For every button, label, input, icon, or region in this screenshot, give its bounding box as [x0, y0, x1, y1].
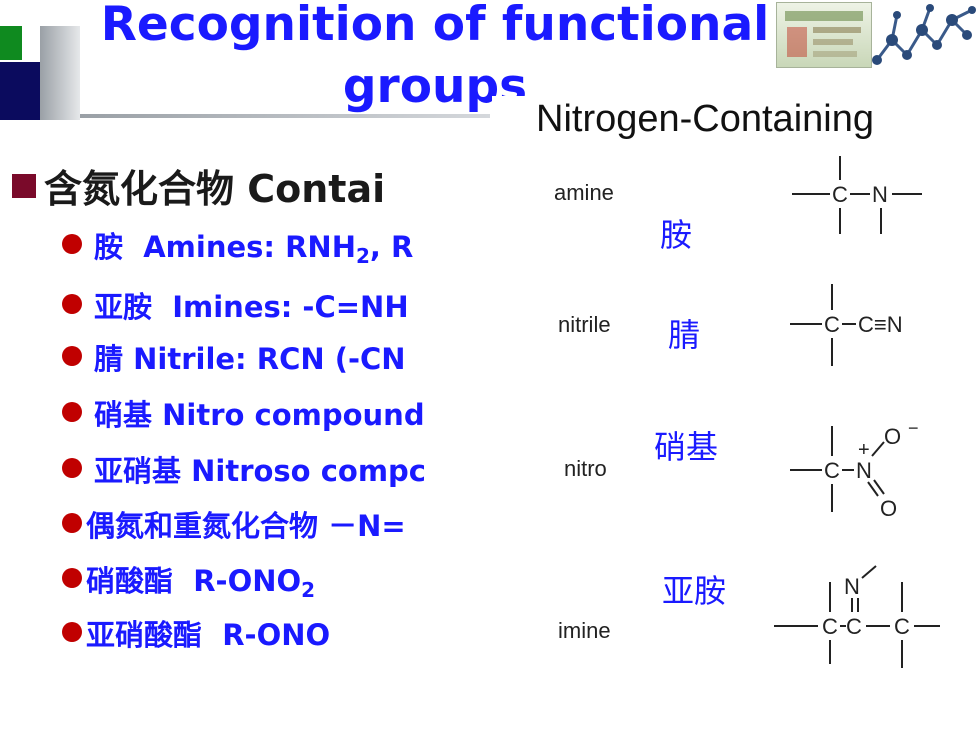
- bullet-dot-icon: [62, 402, 82, 422]
- svg-text:C: C: [824, 312, 840, 337]
- slide-title: Recognition of functional groups: [85, 0, 785, 118]
- slide-title-line1: Recognition of functional: [100, 0, 770, 52]
- group-label-amine: amine: [554, 180, 614, 205]
- main-bullet: 含氮化合物 Contai: [12, 158, 385, 213]
- bullet-dot-icon: [62, 294, 82, 314]
- nitrogen-groups-panel: Nitrogen-Containing amine 胺 C N nitrile …: [492, 96, 980, 735]
- group-label-nitrile: nitrile: [558, 312, 611, 337]
- group-cn-amine: 胺: [660, 216, 693, 254]
- svg-text:O: O: [884, 424, 901, 449]
- svg-text:C: C: [894, 614, 910, 639]
- panel-title: Nitrogen-Containing: [536, 98, 874, 140]
- svg-text:N: N: [856, 458, 872, 483]
- title-underline: [80, 114, 490, 118]
- svg-text:+: +: [858, 439, 870, 461]
- accent-navy-block: [0, 62, 40, 120]
- list-item-imines: 亚胺 Imines: -C=NH: [62, 284, 409, 326]
- bullet-dot-icon: [62, 458, 82, 478]
- svg-text:C≡N: C≡N: [858, 312, 903, 337]
- list-item-nitroso: 亚硝基 Nitroso compc: [62, 448, 426, 490]
- list-item-nitrile: 腈 Nitrile: RCN (-CN: [62, 336, 406, 378]
- nitrile-structure-diagram: C C≡N: [790, 284, 903, 366]
- square-bullet-icon: [12, 174, 36, 198]
- list-item-azo: 偶氮和重氮化合物 －N=: [62, 503, 406, 545]
- list-item-amines: 胺 Amines: RNH2, R: [62, 224, 413, 268]
- group-cn-nitro: 硝基: [654, 428, 719, 466]
- bullet-dot-icon: [62, 622, 82, 642]
- accent-grey-block: [40, 26, 80, 120]
- svg-text:C: C: [832, 182, 848, 207]
- svg-text:N: N: [844, 574, 860, 599]
- group-label-imine: imine: [558, 618, 611, 643]
- bullet-dot-icon: [62, 346, 82, 366]
- accent-green-block: [0, 26, 22, 60]
- imine-structure-diagram: N C C C: [774, 565, 940, 668]
- svg-text:N: N: [872, 182, 888, 207]
- bullet-dot-icon: [62, 234, 82, 254]
- amine-structure-diagram: C N: [792, 156, 922, 234]
- list-item-nitrate-ester: 硝酸酯 R-ONO2: [62, 558, 315, 602]
- svg-text:O: O: [880, 496, 897, 521]
- svg-text:C: C: [824, 458, 840, 483]
- list-item-nitrite-ester: 亚硝酸酯 R-ONO: [62, 612, 330, 654]
- nitro-structure-diagram: C N + O − O: [790, 418, 919, 521]
- group-cn-imine: 亚胺: [662, 572, 727, 610]
- svg-text:−: −: [908, 418, 919, 438]
- bullet-dot-icon: [62, 568, 82, 588]
- group-cn-nitrile: 腈: [668, 316, 701, 354]
- list-item-nitro: 硝基 Nitro compound: [62, 392, 425, 434]
- svg-text:C: C: [846, 614, 862, 639]
- main-bullet-text: 含氮化合物 Contai: [44, 167, 386, 211]
- bullet-dot-icon: [62, 513, 82, 533]
- group-label-nitro: nitro: [564, 456, 607, 481]
- university-logo-image: [776, 2, 872, 68]
- molecule-illustration-icon: [872, 4, 976, 65]
- svg-text:C: C: [822, 614, 838, 639]
